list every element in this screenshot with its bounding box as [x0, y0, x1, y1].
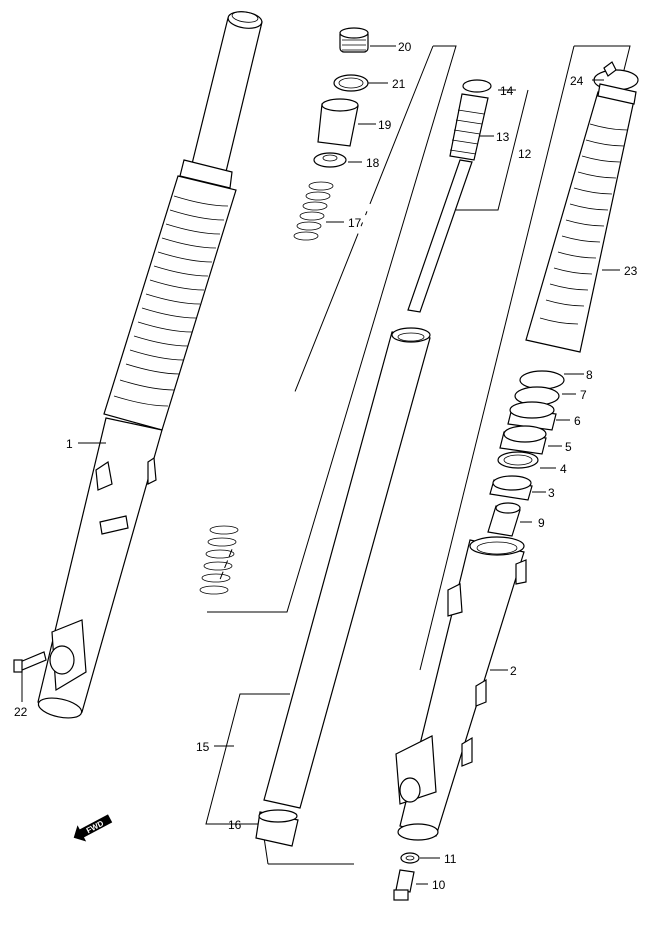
callout-1: 1: [66, 437, 73, 451]
leader-lines: [21, 45, 620, 885]
spring-group: [199, 27, 457, 613]
callout-20: 20: [398, 40, 412, 54]
callout-22: 22: [14, 705, 28, 719]
callout-7: 7: [580, 388, 587, 402]
callout-13: 13: [496, 130, 510, 144]
callout-11: 11: [444, 852, 457, 866]
callout-23: 23: [624, 264, 638, 278]
callout-24: 24: [570, 74, 584, 88]
callout-12: 12: [518, 147, 532, 161]
forward-arrow-icon: [73, 814, 113, 842]
callout-5: 5: [565, 440, 572, 454]
right-fork-assembly: [393, 45, 639, 901]
callout-9: 9: [538, 516, 545, 530]
callout-6: 6: [574, 414, 581, 428]
callout-14: 14: [500, 84, 514, 98]
callout-3: 3: [548, 486, 555, 500]
callout-2: 2: [510, 664, 517, 678]
callout-16: 16: [228, 818, 242, 832]
left-fork-assembly: [13, 11, 263, 719]
callout-4: 4: [560, 462, 567, 476]
callout-10: 10: [432, 878, 446, 892]
callout-8: 8: [586, 368, 593, 382]
callout-21: 21: [392, 77, 406, 91]
callout-19: 19: [378, 118, 392, 132]
callout-labels: 1 2 3 4 5 6 7 8 9 10 11 12 13 14 15 16 1…: [14, 40, 638, 892]
callout-15: 15: [196, 740, 210, 754]
fwd-badge: FWD: [73, 814, 113, 842]
damper-rod-group: [205, 79, 529, 865]
callout-17: 17: [348, 216, 362, 230]
callout-18: 18: [366, 156, 380, 170]
